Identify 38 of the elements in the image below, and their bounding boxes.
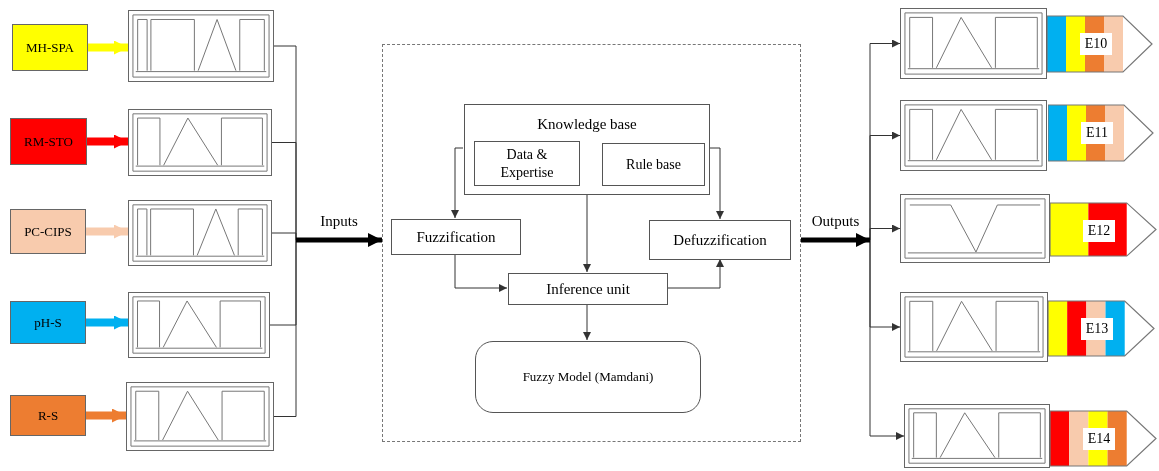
tag-label: E13: [1080, 318, 1114, 340]
block-arrow: [86, 224, 128, 239]
block-arrow: [86, 315, 128, 330]
arrow: [451, 147, 464, 219]
process-box: Fuzzification: [391, 219, 521, 255]
block-arrow: [86, 408, 126, 423]
tag-label: E12: [1082, 220, 1116, 242]
arrow: [869, 224, 901, 241]
input-box: MH-SPA: [12, 24, 88, 71]
connector-line: [273, 239, 297, 417]
arrow: [583, 193, 591, 273]
arrow: [583, 303, 591, 341]
dashed-frame: [382, 44, 801, 442]
tag-label: E10: [1079, 33, 1113, 55]
knowledge-base-box: [464, 104, 710, 195]
process-box: Defuzzification: [649, 220, 791, 260]
edge-label: Outputs: [810, 214, 861, 229]
rounded-model-box: Fuzzy Model (Mamdani): [475, 341, 701, 413]
process-box: Rule base: [602, 143, 705, 186]
process-box: Inference unit: [508, 273, 668, 305]
block-arrow: [87, 134, 128, 149]
input-box: PC-CIPS: [10, 209, 86, 254]
tag-label: E14: [1082, 428, 1116, 450]
arrow: [666, 258, 724, 289]
arrow: [869, 239, 905, 440]
process-box: Data & Expertise: [474, 141, 580, 186]
arrow: [454, 253, 508, 292]
input-box: pH-S: [10, 301, 86, 344]
box-heading: Knowledge base: [537, 115, 637, 134]
thick-arrow: [296, 233, 382, 247]
arrow: [708, 147, 724, 220]
input-box: RM-STO: [10, 118, 87, 165]
input-box: R-S: [10, 395, 86, 436]
thick-arrow: [801, 233, 870, 247]
edge-label: Inputs: [319, 214, 359, 229]
block-arrow: [88, 40, 128, 55]
tag-label: E11: [1080, 122, 1113, 144]
connector-line: [271, 232, 297, 241]
